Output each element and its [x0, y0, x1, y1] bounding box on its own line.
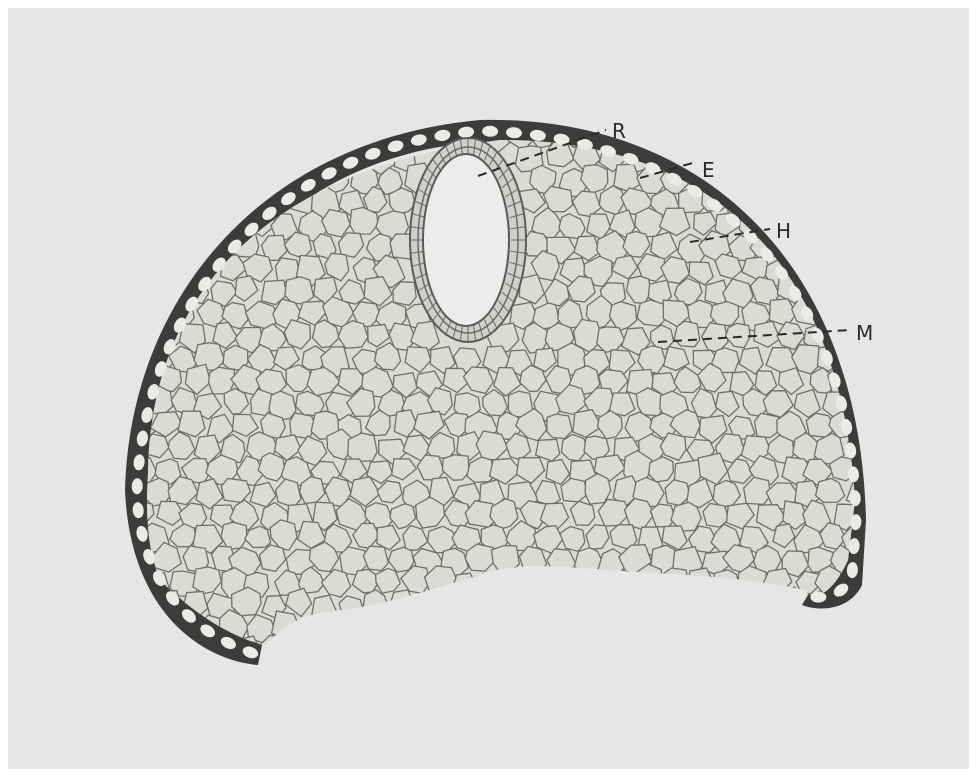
- parenchyma-cell: [363, 546, 388, 571]
- parenchyma-cell: [348, 433, 377, 462]
- label-r: R: [612, 119, 626, 143]
- label-m: M: [856, 321, 873, 345]
- label-e: E: [702, 158, 715, 182]
- parenchyma-cell: [285, 277, 314, 304]
- label-h: H: [776, 219, 791, 243]
- parenchyma-cell: [547, 414, 572, 439]
- parenchyma-cell: [637, 300, 666, 326]
- parenchyma-cell: [393, 282, 416, 306]
- resin-canal-lumen: [423, 154, 509, 326]
